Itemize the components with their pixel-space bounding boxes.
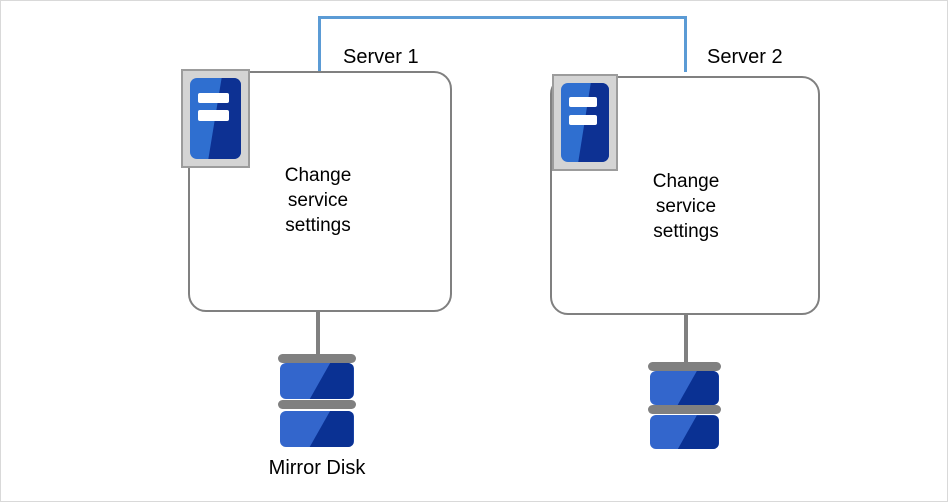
interconnect-link-top-segment [318,16,687,19]
server-icon-chassis [190,78,241,159]
server-2-disk-connector [684,313,688,364]
server-2-appliance-icon [552,74,618,171]
mirror-disk-caption: Mirror Disk [268,457,366,479]
mirror-disk-1-icon [278,354,356,452]
server-1-body-label: Change service settings [284,165,352,236]
disk-cap-top [278,354,356,363]
disk-platter-lower [280,410,354,448]
mirror-disk-2-icon [648,362,721,454]
server-icon-slot-bar-top [198,92,229,104]
server-icon-slot-bar-top [568,97,598,108]
server-icon-chassis [561,83,609,162]
server-icon-slot-bar-bottom [568,114,598,125]
interconnect-link-left-segment [318,16,321,72]
server-1-disk-connector [316,310,320,358]
server-2-body-label: Change service settings [652,171,720,242]
disk-platter-upper [280,363,354,400]
disk-cap-top [648,362,721,371]
server-1-appliance-icon [181,69,250,168]
server-1-caption: Server 1 [343,46,419,68]
interconnect-link-right-segment [684,16,687,72]
server-2-caption: Server 2 [707,46,783,68]
disk-cap-middle [648,405,721,415]
server-icon-slot-bar-bottom [198,110,229,121]
disk-cap-middle [278,400,356,410]
disk-platter-upper [650,371,719,406]
disk-platter-lower [650,415,719,450]
